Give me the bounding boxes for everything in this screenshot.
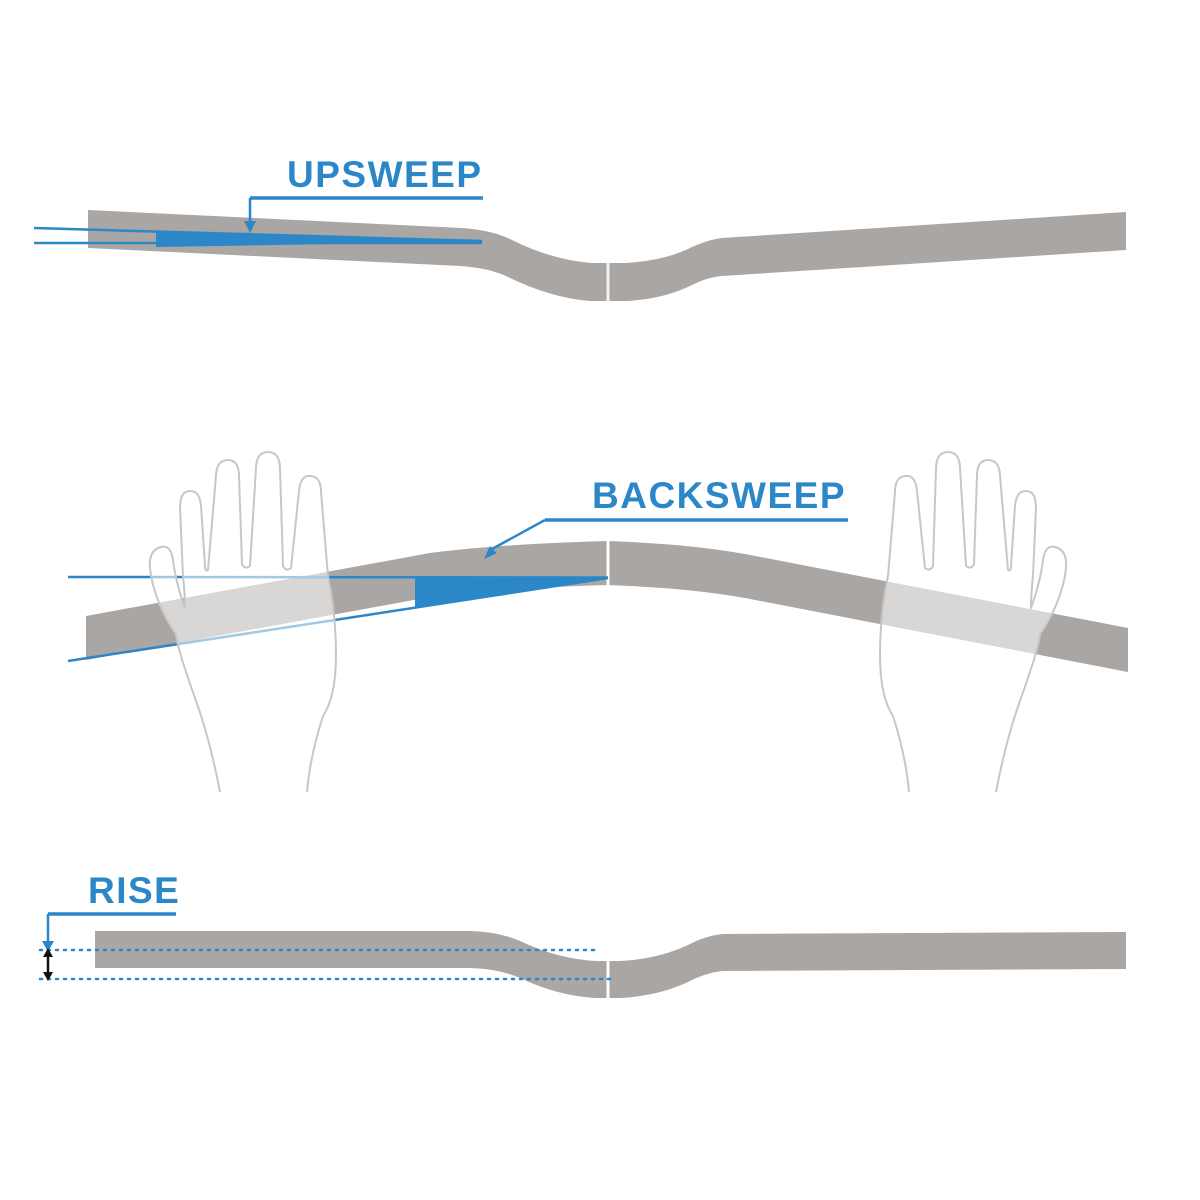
backsweep-label: BACKSWEEP xyxy=(592,475,846,516)
rise-measure-arrow-up-icon xyxy=(43,948,53,957)
upsweep-arrow-icon xyxy=(244,221,256,233)
upsweep-handlebar-shape xyxy=(88,210,1126,301)
left-hand-outline xyxy=(148,451,337,793)
backsweep-horizontal-reference-line xyxy=(67,575,609,579)
upsweep-angle-wedge xyxy=(156,231,482,247)
upsweep-section: UPSWEEP xyxy=(33,154,1126,303)
backsweep-arrow-icon xyxy=(484,546,497,559)
backsweep-callout-line xyxy=(491,518,546,551)
backsweep-handlebar-shape xyxy=(86,541,1128,672)
backsweep-section: BACKSWEEP xyxy=(67,451,1128,793)
right-hand-outline xyxy=(879,451,1068,793)
rise-measure-arrow-down-icon xyxy=(43,972,53,981)
rise-arrow-icon xyxy=(42,941,54,952)
rise-handlebar-shape xyxy=(95,931,1126,998)
rise-section: RISE xyxy=(38,870,1126,1000)
rise-label: RISE xyxy=(88,870,180,911)
upsweep-label: UPSWEEP xyxy=(287,154,483,195)
backsweep-angle-wedge xyxy=(415,577,608,608)
